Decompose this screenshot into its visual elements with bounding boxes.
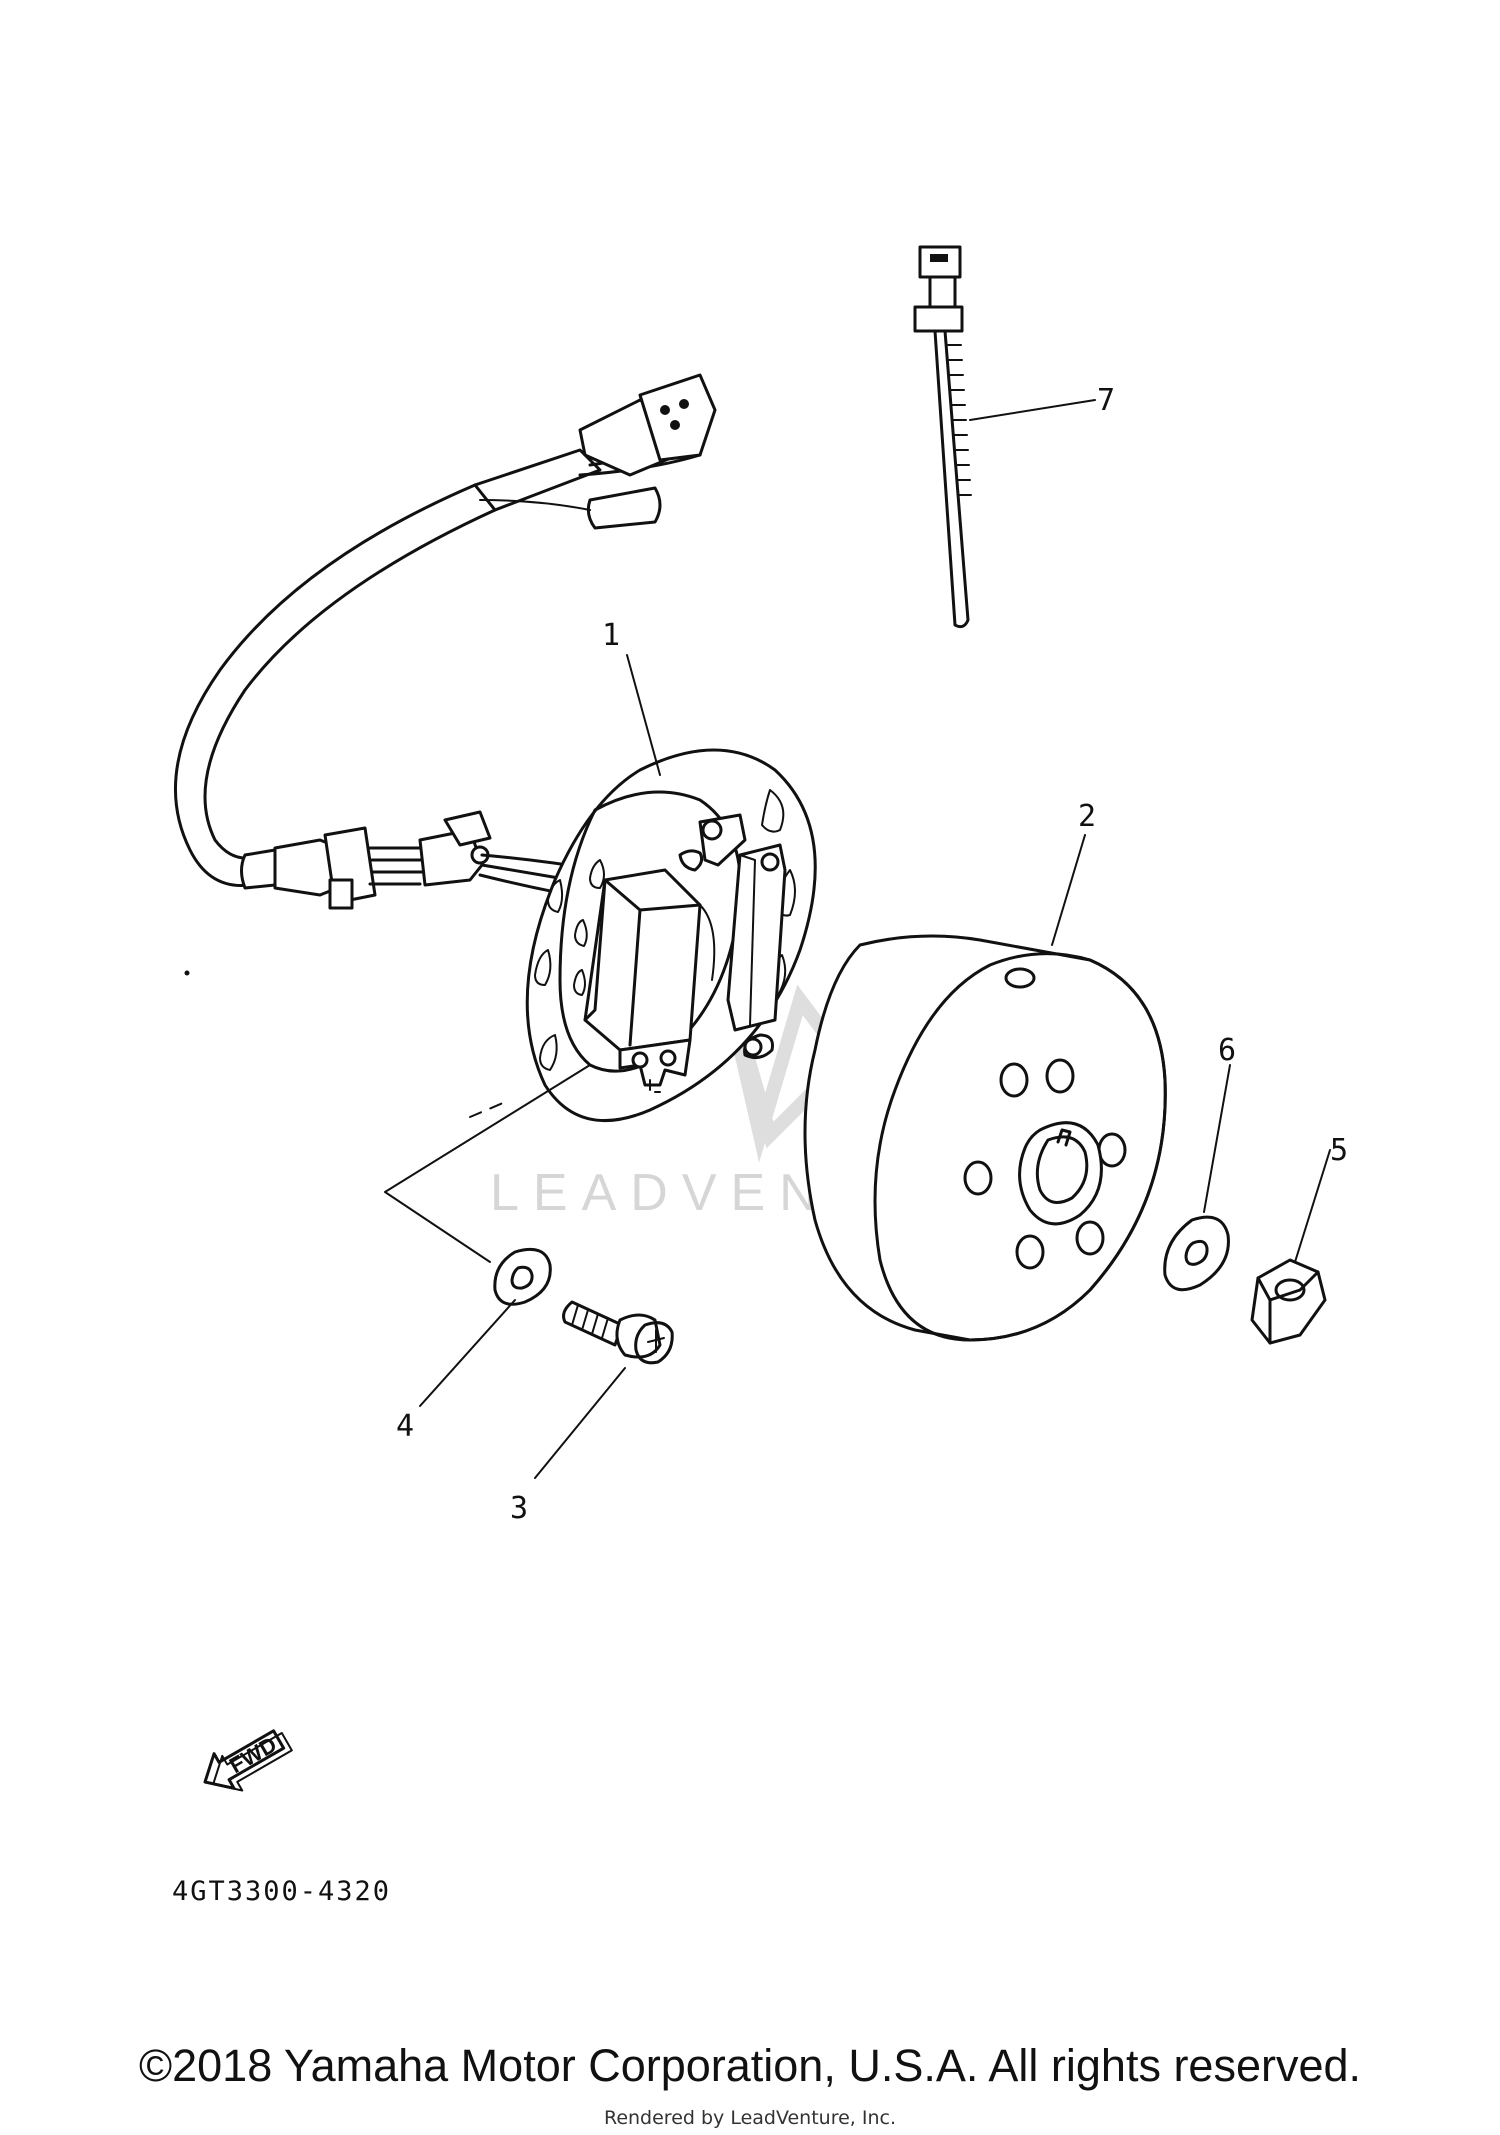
callout-number-6: 6 [1218, 1033, 1236, 1068]
parts-diagram: LEADVENTURE [172, 245, 1348, 1907]
callout-numbers: 1 2 3 4 5 6 7 [396, 383, 1348, 1526]
leader-line-3 [534, 1367, 626, 1479]
callout-number-7: 7 [1097, 383, 1115, 418]
leader-line-2 [1051, 834, 1086, 946]
dash-marks [469, 1099, 511, 1118]
fwd-arrow-icon: FWD [203, 1729, 293, 1792]
copyright-notice: ©2018 Yamaha Motor Corporation, U.S.A. A… [138, 2040, 1362, 2091]
callout-number-1: 1 [602, 618, 620, 653]
leader-line-7 [969, 399, 1096, 421]
rendered-by-credit: Rendered by LeadVenture, Inc. [603, 2107, 897, 2129]
leader-line-5 [1294, 1149, 1331, 1263]
rotor-flywheel [803, 934, 1167, 1342]
callout-number-4: 4 [396, 1409, 414, 1444]
leader-line-6 [1203, 1064, 1231, 1213]
stator-assembly [174, 373, 817, 1123]
callout-number-3: 3 [510, 1491, 528, 1526]
stray-dot [184, 970, 190, 976]
leader-lines-4 [384, 1064, 591, 1407]
cable-tie [913, 245, 972, 629]
washer-6 [1163, 1215, 1230, 1292]
washer-4 [493, 1247, 552, 1306]
screw-3 [562, 1300, 674, 1365]
nut-5 [1250, 1258, 1327, 1345]
leader-line-1 [626, 654, 661, 776]
callout-number-2: 2 [1078, 799, 1096, 834]
diagram-code: 4GT3300-4320 [172, 1876, 391, 1907]
callout-number-5: 5 [1330, 1133, 1348, 1168]
